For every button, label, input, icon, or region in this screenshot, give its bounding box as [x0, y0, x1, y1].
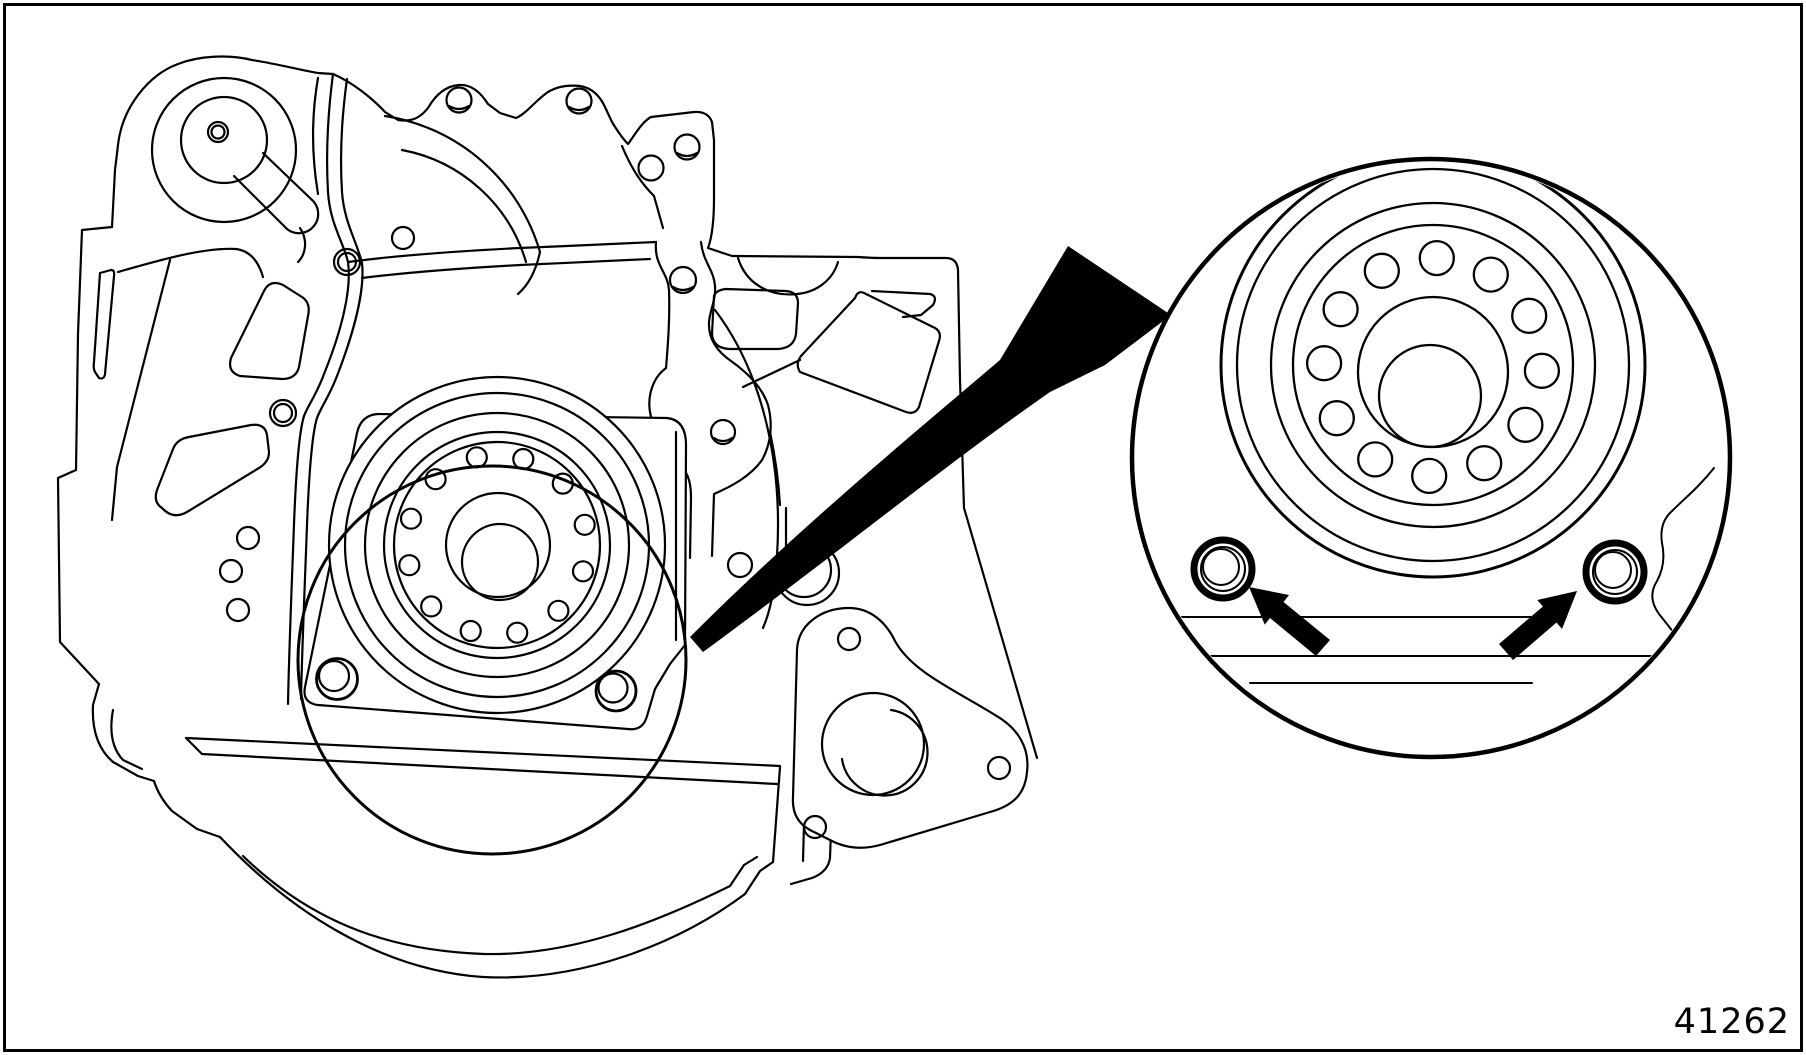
- side-small-hole: [726, 551, 754, 579]
- detail-content: [1147, 162, 1715, 684]
- gasket-node-bolt-hole: [668, 265, 698, 295]
- crank-bore-chamfer-magnified: [1377, 343, 1483, 449]
- pocket-upper: [228, 281, 310, 381]
- cavity-arc-2: [713, 308, 780, 630]
- gasket-band-left-curve: [312, 76, 320, 196]
- bell-housing-outer-arc: [218, 765, 782, 979]
- dowel-left-magnified: [1190, 536, 1256, 602]
- tensioner-arm-edge: [261, 151, 313, 201]
- dowel-left-main: [315, 657, 359, 701]
- oil-pan-rail-cap: [184, 736, 204, 756]
- figure-number: 41262: [1673, 1002, 1790, 1042]
- gasket-band-outer: [286, 72, 350, 706]
- pocket-right-of-strip: [710, 287, 800, 351]
- left-gasket-bolt-holes: [218, 225, 416, 623]
- cavity-arc-1-tail: [516, 250, 542, 296]
- gasket-strip-right: [699, 240, 772, 558]
- cavity-arc-1: [383, 114, 542, 254]
- gasket-band-inner: [299, 77, 364, 701]
- main-engine-block-view: [56, 55, 1039, 979]
- block-silhouette-left: [56, 225, 114, 686]
- oil-pan-rail-upper: [184, 736, 782, 768]
- oil-pan-rail-lower: [200, 752, 779, 786]
- page-border: [3, 3, 1803, 1052]
- top-tab-bottom-edge: [620, 144, 665, 230]
- plateau-bump: [736, 256, 840, 296]
- crank-flange-bolt-holes-magnified: [1305, 239, 1561, 495]
- pocket-slanted-right: [796, 291, 941, 414]
- tensioner-arm-tip: [285, 197, 320, 235]
- bell-housing-inner-arc: [241, 854, 759, 956]
- mount-lug: [91, 682, 222, 839]
- cavity-arc-1b: [400, 148, 528, 264]
- ear-bracket: [870, 289, 937, 319]
- block-edge-contour: [1651, 467, 1715, 656]
- gasket-lobe-bolt-hole: [709, 418, 737, 446]
- block-silhouette-top: [110, 55, 1039, 760]
- block-edge-lower-right: [789, 747, 836, 886]
- dowel-right-magnified: [1582, 539, 1648, 605]
- left-face-edge: [110, 258, 172, 522]
- water-pump-gasket: [791, 606, 1029, 849]
- water-pump-bolt-holes: [802, 626, 1012, 840]
- gasket-node-bolt-thread: [671, 285, 695, 292]
- detail-callout-view: [1129, 156, 1733, 760]
- top-gasket-bolt-holes: [445, 86, 701, 182]
- gasket-run-lower: [360, 257, 652, 280]
- tensioner-arm: [232, 174, 289, 231]
- magnify-arrow-icon: [690, 246, 1171, 652]
- highlight-circle: [296, 464, 688, 856]
- pocket-lower: [154, 423, 271, 517]
- crank-bore-chamfer: [460, 522, 540, 602]
- dowel-arrow-right-icon: [1499, 591, 1577, 660]
- crank-flange-magnified: [1219, 162, 1647, 579]
- tensioner-boss: [150, 76, 320, 264]
- gasket-lobe-bolt-thread: [712, 436, 734, 443]
- port-neck-line2: [768, 430, 782, 507]
- gasket-run-upper: [346, 240, 658, 264]
- dowel-arrow-left-icon: [1249, 587, 1330, 656]
- left-face-wave: [116, 247, 265, 279]
- dowel-right-main: [594, 669, 638, 713]
- crank-flange: [327, 375, 667, 715]
- diagonal-web: [741, 358, 802, 389]
- detail-circle-outline: [1129, 156, 1733, 760]
- crank-center-bore: [444, 491, 552, 599]
- left-face-slot: [92, 268, 116, 380]
- mount-lug-inner: [110, 708, 144, 771]
- tensioner-arm-lobe: [296, 226, 307, 264]
- water-pump-port-chamfer: [840, 708, 929, 797]
